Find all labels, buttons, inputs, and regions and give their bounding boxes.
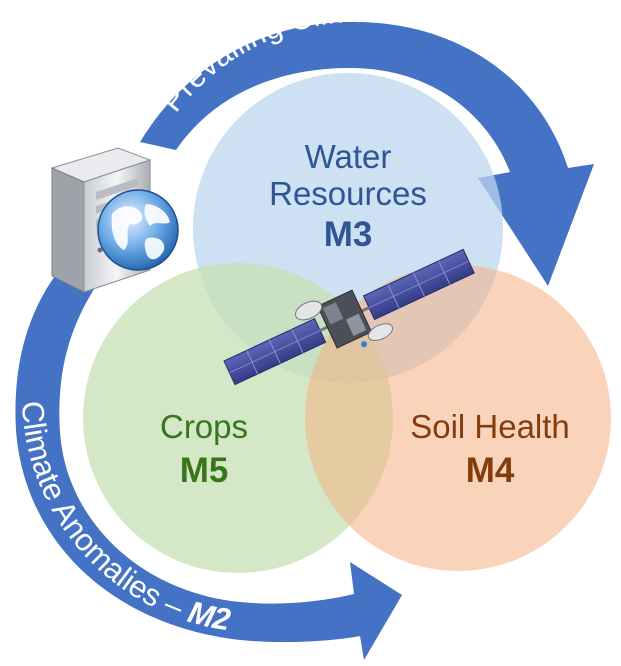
crops-label: Crops M5 [160,408,248,490]
soil-health-circle [305,265,611,571]
water-resources-code: M3 [324,215,373,254]
crops-code: M5 [180,451,229,490]
water-resources-line1: Water [305,138,392,175]
bottom-arrow-band [15,255,402,660]
water-resources-label: Water Resources M3 [269,138,427,254]
soil-health-code: M4 [466,451,515,490]
server-with-globe-icon [50,147,179,293]
water-resources-line2: Resources [269,175,427,212]
top-arrow-band [140,21,594,286]
satellite-icon [223,248,475,386]
crops-title: Crops [160,408,248,445]
soil-health-title: Soil Health [410,408,570,445]
venn-circles [83,73,611,573]
soil-health-label: Soil Health M4 [410,408,570,490]
